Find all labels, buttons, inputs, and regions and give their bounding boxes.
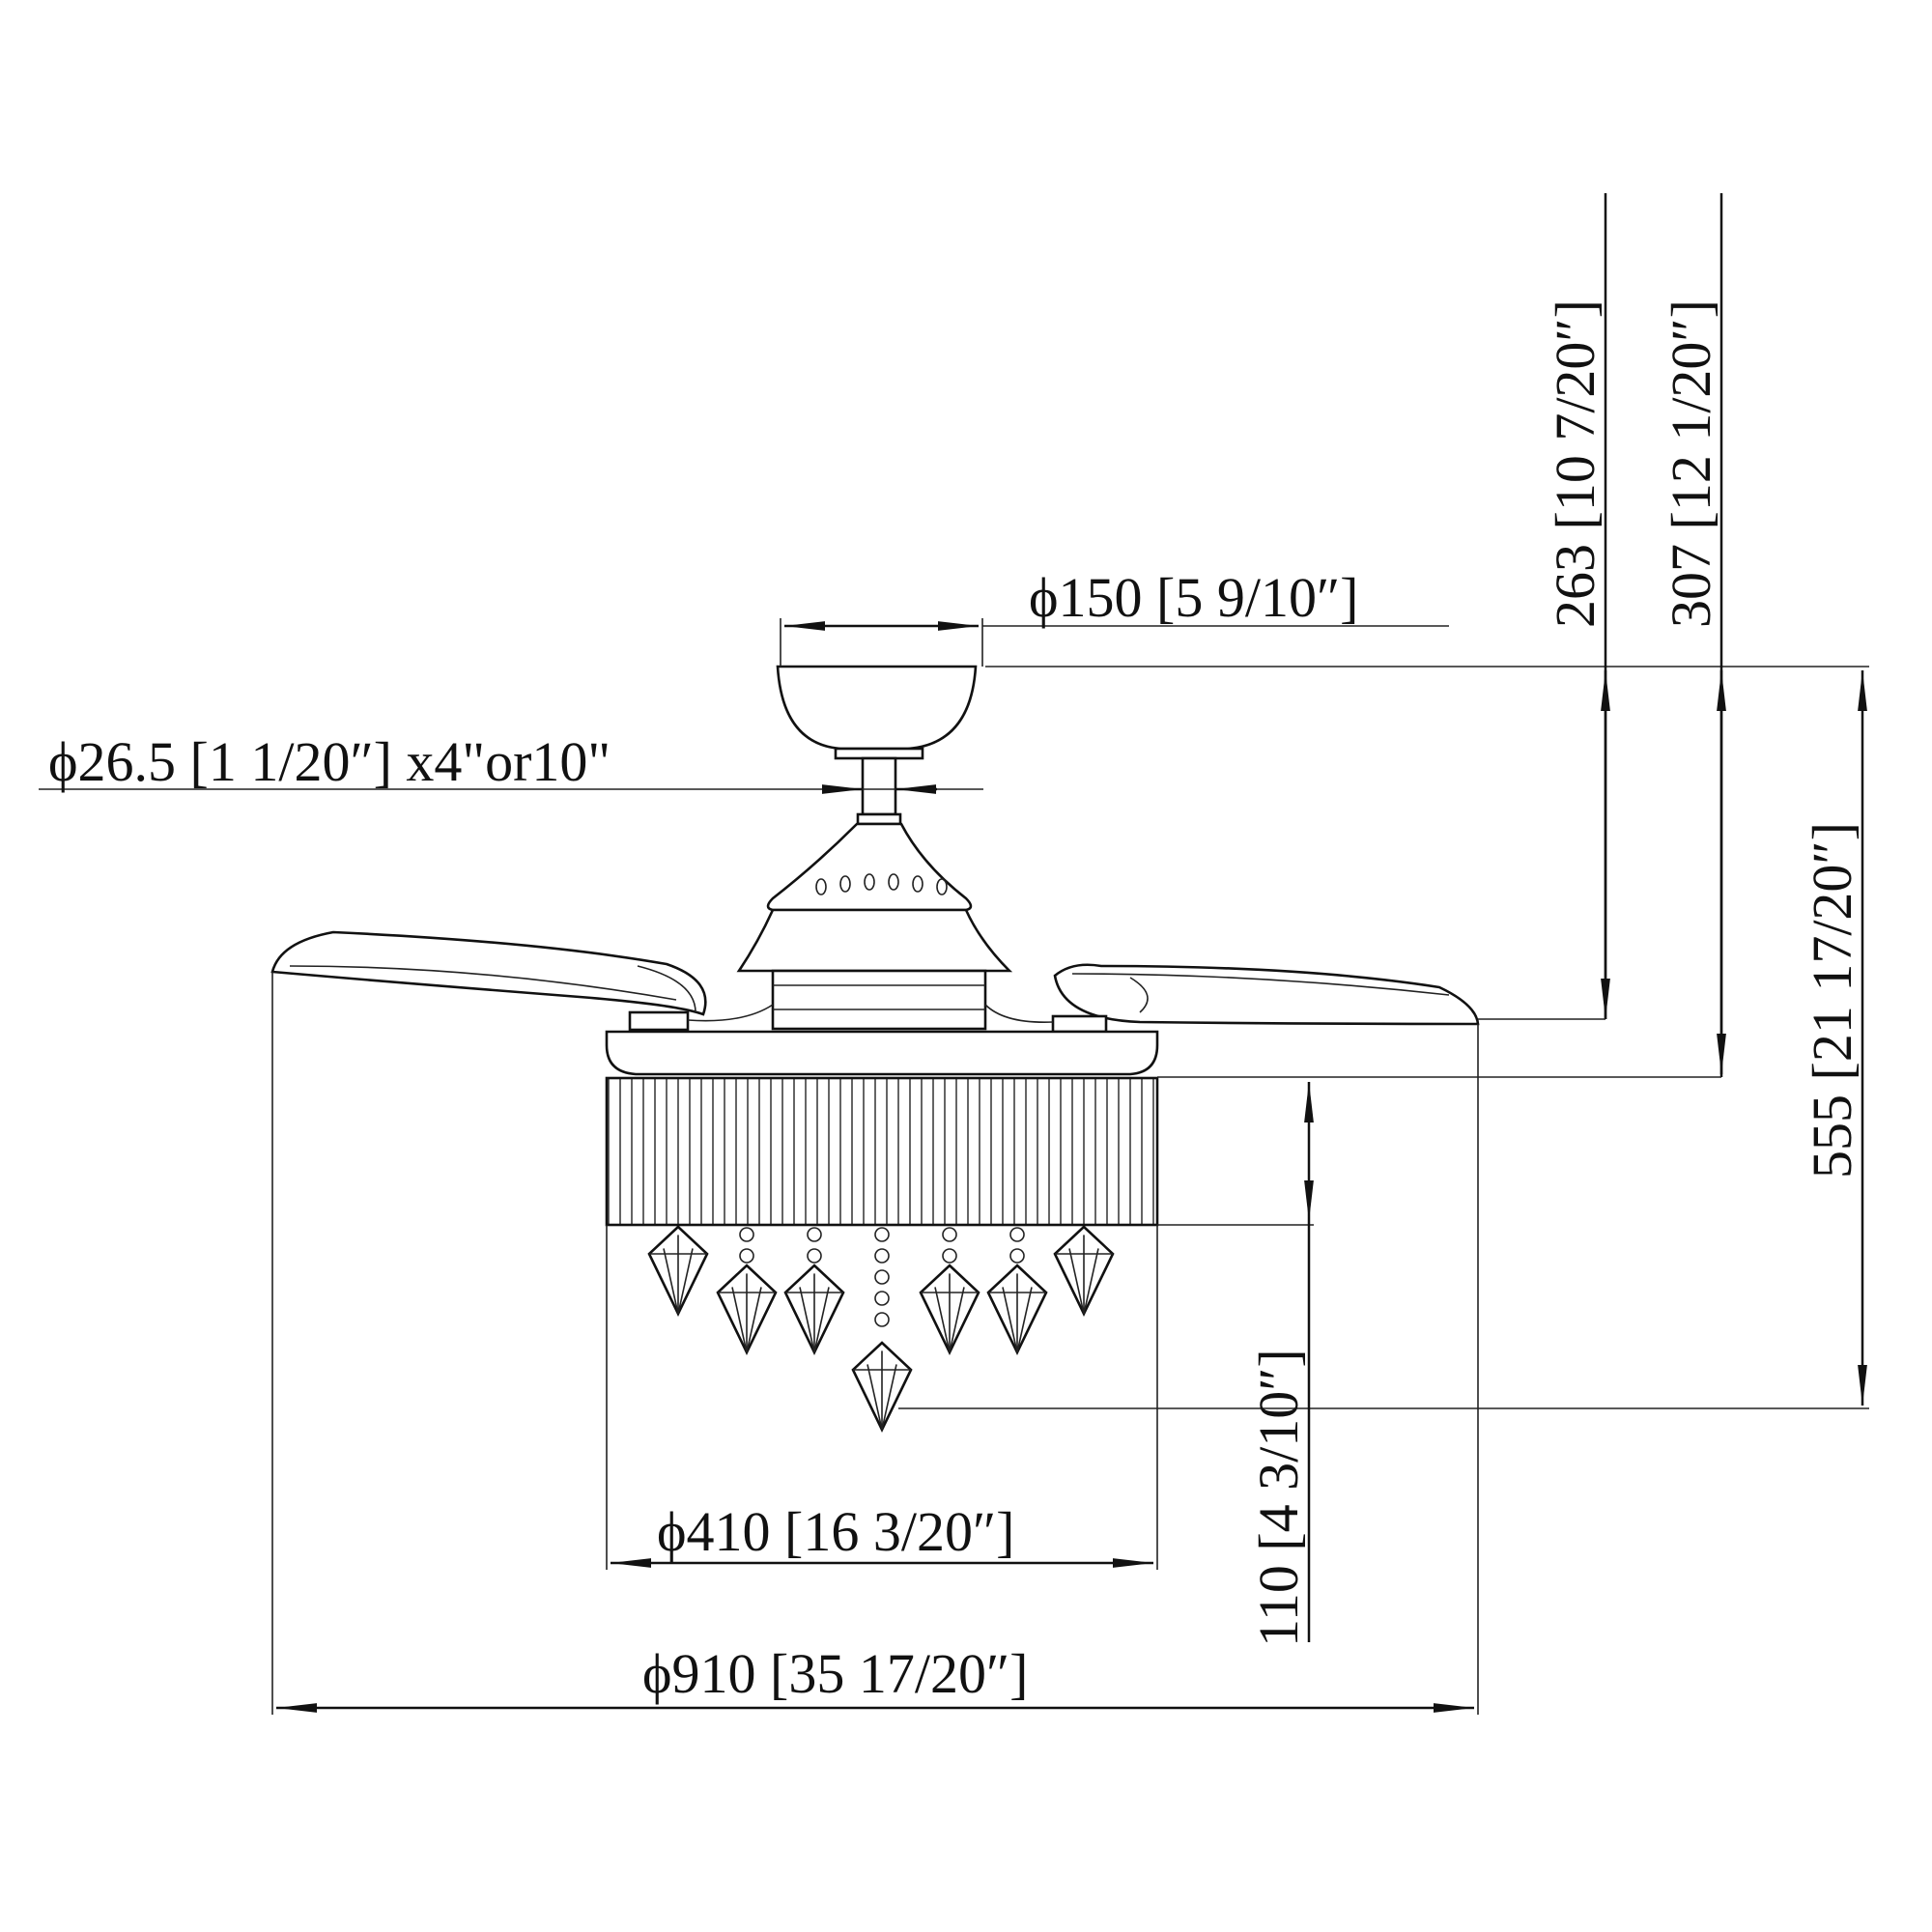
crystal-drop-label: 110 [4 3/10″] [1247,1349,1310,1647]
motor-bell [766,822,973,912]
crystal-drop [986,1227,1048,1355]
right-blade [1053,963,1480,1026]
dimension-labels: ϕ150 [5 9/10″] ϕ26.5 [1 1/20″] x4"or10" … [48,299,1863,1705]
canopy [776,665,978,751]
crystal-drop [1053,1225,1115,1317]
overall-height-label: 555 [21 17/20″] [1801,822,1863,1179]
vent-holes [815,873,948,895]
span-diameter-label: ϕ910 [35 17/20″] [642,1642,1028,1705]
shade-diameter-label: ϕ410 [16 3/20″] [657,1500,1014,1563]
crystal-drops [647,1225,1115,1433]
motor-housing [736,908,1013,973]
light-kit-base [605,1030,1159,1076]
left-blade-bracket [628,1010,690,1032]
downrod-diameter-label: ϕ26.5 [1 1/20″] x4"or10" [48,730,611,793]
crystal-drop [647,1225,709,1317]
fan-illustration [270,665,1480,1433]
crystal-drop [919,1227,980,1355]
crystal-drop [783,1227,845,1355]
crystal-drop [716,1227,778,1355]
canopy-diameter-label: ϕ150 [5 9/10″] [1029,566,1358,629]
canopy-collar [834,747,924,760]
pleated-shade [605,1076,1159,1227]
left-blade [270,930,707,1016]
height-to-shade-label: 307 [12 1/20″] [1660,299,1722,628]
downrod [861,756,897,816]
crystal-drop [851,1227,913,1433]
dimension-lines [39,193,1869,1715]
motor-ring [771,969,987,1031]
downrod-coupler [856,812,902,826]
right-blade-bracket [1051,1014,1108,1034]
height-to-blade-label: 263 [10 7/20″] [1544,299,1606,628]
